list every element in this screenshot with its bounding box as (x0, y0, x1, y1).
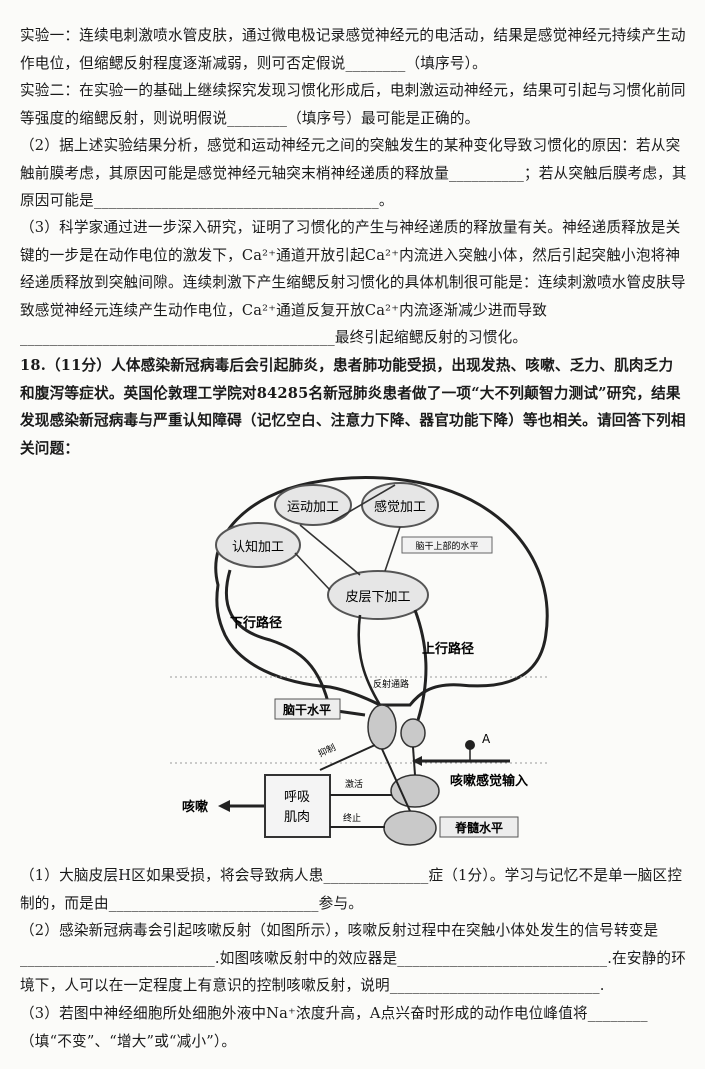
label-cough-input: 咳嗽感觉输入 (450, 773, 528, 789)
label-spinal-level: 脊髓水平 (454, 820, 503, 835)
spinal-neuron-terminate (383, 810, 437, 846)
brainstem-b-to-spinal-line (412, 746, 416, 776)
paragraph-q18-3: （3）若图中神经细胞所处细胞外液中Na⁺浓度升高，A点兴奋时形成的动作电位峰值将… (20, 1005, 648, 1050)
brainstem-neuron-b (400, 718, 426, 748)
paragraph-q3: （3）科学家通过进一步深入研究，证明了习惯化的产生与神经递质的释放量有关。神经递… (20, 219, 686, 346)
link-sensory-subcortical (384, 526, 401, 572)
paragraph-q18-2: （2）感染新冠病毒会引起咳嗽反射（如图所示），咳嗽反射过程中在突触小体处发生的信… (20, 922, 687, 994)
descending-path-line (224, 569, 366, 717)
label-ascending: 上行路径 (422, 641, 474, 657)
paragraph-experiment-2: 实验二：在实验一的基础上继续探究发现习惯化形成后，电刺激运动神经元，结果可引起与… (20, 82, 686, 127)
paragraph-q2: （2）据上述实验结果分析，感觉和运动神经元之间的突触发生的某种变化导致习惯化的原… (20, 137, 687, 209)
label-above-brainstem: 脑干上部的水平 (415, 540, 478, 552)
label-cough: 咳嗽 (182, 799, 208, 815)
label-point-a: A (482, 732, 491, 746)
label-sensory: 感觉加工 (374, 499, 426, 515)
link-motor-subcortical (299, 524, 361, 576)
subcortical-processing-node (327, 570, 429, 620)
brainstem-level-box (274, 698, 341, 720)
label-resp-line2: 肌肉 (284, 810, 310, 825)
label-resp-line1: 呼吸 (284, 790, 310, 805)
above-brainstem-box (401, 536, 493, 554)
brain-outline (214, 476, 549, 707)
ascending-path-line (413, 609, 428, 721)
label-subcortical: 皮层下加工 (345, 590, 410, 605)
label-brainstem-level: 脑干水平 (282, 702, 331, 717)
motor-processing-node (274, 484, 352, 526)
paragraph-experiment-1: 实验一：连续电刺激喷水管皮肤，通过微电极记录感觉神经元的电活动，结果是感觉神经元… (20, 27, 686, 72)
cough-reflex-diagram: 运动加工 感觉加工 认知加工 皮层下加工 脑干上部的水平 下行路径 上行路径 反… (160, 465, 560, 860)
diagram-svg: 运动加工 感觉加工 认知加工 皮层下加工 脑干上部的水平 下行路径 上行路径 反… (170, 476, 550, 846)
afferent-arrowhead (412, 756, 422, 766)
label-reflex-path: 反射通路 (373, 678, 409, 690)
spinal-neuron-activate (390, 774, 440, 808)
cough-output-arrowhead (218, 800, 230, 812)
paragraph-q18-1: （1）大脑皮层H区如果受损，将会导致病人患______________症（1分）… (20, 867, 683, 912)
label-inhibit: 抑制 (316, 741, 337, 759)
label-cognitive: 认知加工 (232, 539, 284, 555)
brainstem-to-spinal-line (381, 748, 411, 812)
label-activate: 激活 (345, 778, 363, 790)
link-motor-sensory (329, 484, 396, 524)
label-descending: 下行路径 (230, 615, 282, 631)
respiratory-muscle-box (264, 774, 331, 838)
subcortical-to-brainstem-line (357, 614, 382, 706)
cognitive-processing-node (215, 522, 301, 568)
spinal-level-box (439, 816, 519, 838)
brainstem-neuron-a (367, 704, 397, 750)
label-motor: 运动加工 (287, 500, 339, 515)
label-terminate: 终止 (343, 812, 361, 824)
inhibit-line (319, 744, 376, 771)
link-cognitive-subcortical (294, 552, 331, 591)
paragraph-q18-intro: 18.（11分）人体感染新冠病毒后会引起肺炎，患者肺功能受损，出现发热、咳嗽、乏… (20, 357, 686, 457)
